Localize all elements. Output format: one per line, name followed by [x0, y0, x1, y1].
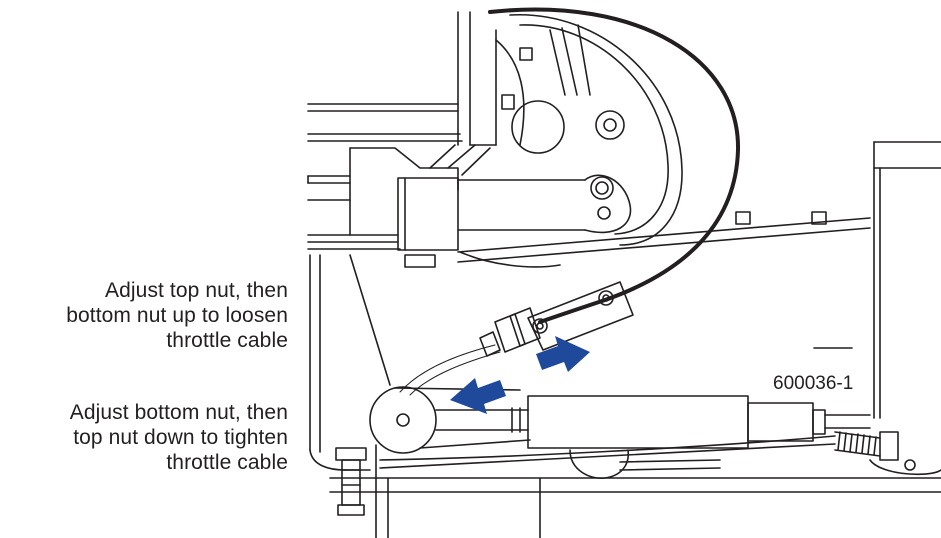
tighten-instruction-line-2: top nut down to tighten: [73, 426, 288, 449]
loosen-instruction: Adjust top nut, then bottom nut up to lo…: [66, 278, 288, 353]
loosen-instruction-line-1: Adjust top nut, then: [105, 279, 288, 302]
right-housing: [813, 141, 941, 419]
bracket-rails: [309, 211, 871, 471]
tighten-instruction-line-3: throttle cable: [166, 451, 288, 474]
lever-roller: [369, 386, 531, 454]
figure-part-number: 600036-1: [773, 373, 853, 394]
throttle-cable: [488, 7, 741, 324]
adjuster-nuts: [479, 307, 541, 357]
loosen-instruction-line-2: bottom nut up to loosen: [66, 304, 288, 327]
pulley-drum: [495, 14, 683, 246]
cable-inner-wire: [399, 344, 496, 393]
linkage-rod: [379, 395, 871, 469]
linkage-arm: [457, 174, 632, 234]
threaded-rod-end: [834, 431, 941, 476]
cable-bracket: [527, 281, 634, 351]
tighten-instruction-line-1: Adjust bottom nut, then: [69, 401, 288, 424]
mounting-bolt: [329, 444, 941, 538]
tighten-arrow-icon: [536, 336, 590, 372]
upper-frame: [307, 11, 497, 250]
clamp-block: [397, 177, 459, 251]
loosen-instruction-line-3: throttle cable: [166, 329, 288, 352]
tighten-instruction: Adjust bottom nut, then top nut down to …: [70, 400, 288, 475]
loosen-arrow-icon: [450, 378, 506, 414]
